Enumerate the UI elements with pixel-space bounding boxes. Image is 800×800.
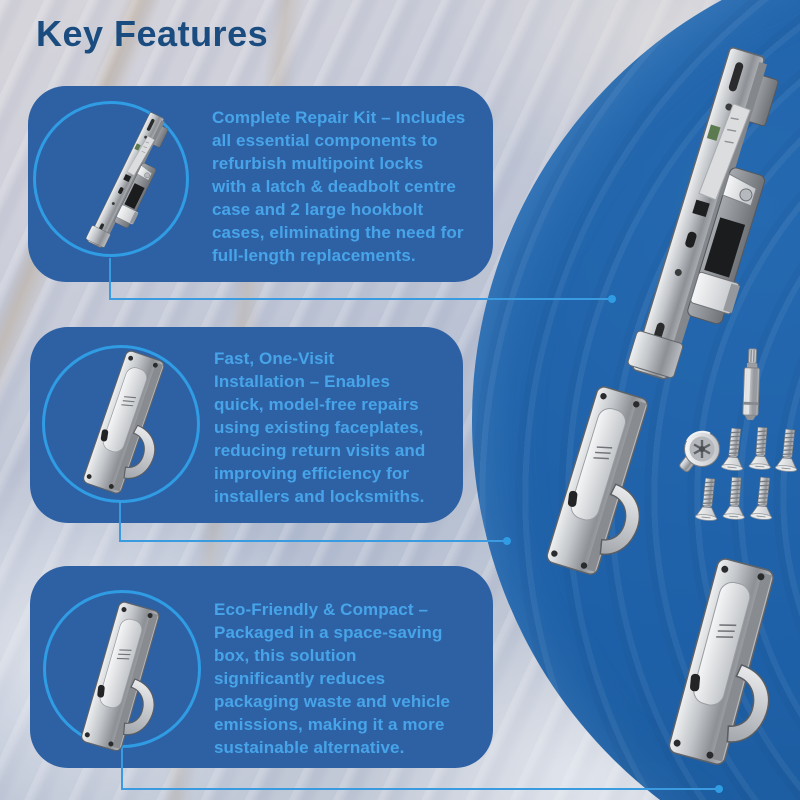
- screw-icon: [720, 475, 749, 521]
- page-title: Key Features: [36, 13, 269, 54]
- feature-text-line: Installation – Enables: [214, 372, 391, 391]
- screw-icon: [746, 425, 775, 471]
- connector-line-3-horizontal: [121, 788, 719, 790]
- feature-text-line: full-length replacements.: [212, 246, 416, 265]
- feature-text-line: installers and locksmiths.: [214, 487, 425, 506]
- feature-text-line: significantly reduces: [214, 669, 386, 688]
- feature-text-line: Packaged in a space-saving: [214, 623, 443, 642]
- feature-text-line: Complete Repair Kit – Includes: [212, 108, 466, 127]
- feature-text-line: all essential components to: [212, 131, 438, 150]
- feature-text-line: sustainable alternative.: [214, 738, 405, 757]
- feature-text-line: Eco-Friendly & Compact –: [214, 600, 428, 619]
- connector-line-2-horizontal: [119, 540, 507, 542]
- feature-text-line: refurbish multipoint locks: [212, 154, 424, 173]
- screw-icon: [693, 476, 723, 522]
- feature-text-line: using existing faceplates,: [214, 418, 424, 437]
- feature-text-line: with a latch & deadbolt centre: [212, 177, 456, 196]
- feature-1-image-ring: [33, 101, 189, 257]
- connector-line-1-horizontal: [109, 298, 612, 300]
- screw-icon: [748, 475, 778, 521]
- connector-dot-2: [503, 537, 511, 545]
- feature-text-line: case and 2 large hookbolt: [212, 200, 424, 219]
- feature-card-complete-repair-kit: Complete Repair Kit – Includes all essen…: [28, 86, 493, 282]
- torx-bit-icon: [739, 347, 765, 422]
- feature-2-text: Fast, One-Visit Installation – Enables q…: [214, 347, 425, 508]
- connector-line-3-vertical: [121, 748, 123, 790]
- feature-text-line: improving efficiency for: [214, 464, 410, 483]
- feature-2-image-ring: [42, 345, 200, 503]
- feature-text-line: quick, model-free repairs: [214, 395, 419, 414]
- feature-text-line: cases, eliminating the need for: [212, 223, 464, 242]
- feature-text-line: emissions, making it a more: [214, 715, 445, 734]
- connector-line-2-vertical: [119, 500, 121, 542]
- screw-icon: [719, 426, 749, 472]
- large-screw-icon: [678, 429, 720, 473]
- feature-text-line: packaging waste and vehicle: [214, 692, 451, 711]
- connector-dot-3: [715, 785, 723, 793]
- feature-text-line: Fast, One-Visit: [214, 349, 335, 368]
- feature-1-text: Complete Repair Kit – Includes all essen…: [212, 106, 465, 267]
- feature-3-text: Eco-Friendly & Compact – Packaged in a s…: [214, 598, 450, 759]
- screw-icon: [773, 427, 800, 473]
- feature-text-line: reducing return visits and: [214, 441, 426, 460]
- feature-text-line: box, this solution: [214, 646, 357, 665]
- connector-line-1-vertical: [109, 258, 111, 300]
- connector-dot-1: [608, 295, 616, 303]
